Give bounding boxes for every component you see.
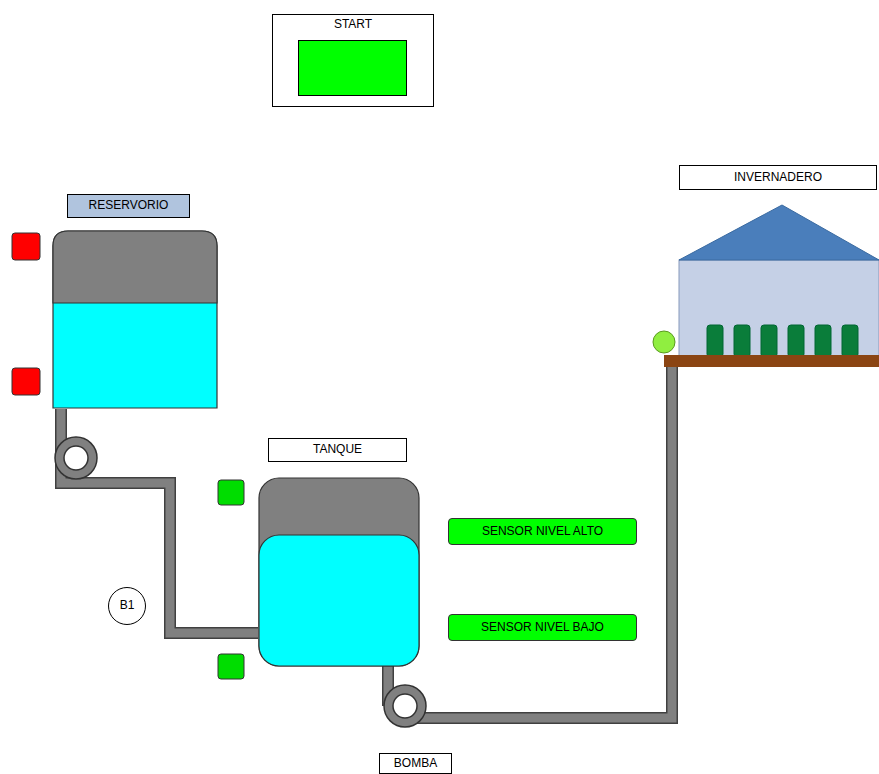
node-title: INVERNADERO — [734, 171, 822, 184]
sensor-name: SENSOR NIVEL BAJO — [481, 621, 604, 634]
greenhouse-label: INVERNADERO — [679, 165, 877, 190]
start-panel: START — [272, 14, 434, 107]
valve-circle: B1 — [108, 587, 146, 625]
node-title: TANQUE — [313, 443, 362, 456]
tank-shape — [258, 438, 420, 667]
panel-title: START — [273, 18, 433, 31]
node-title: BOMBA — [394, 757, 437, 770]
reservoir-tank: RESERVORIO — [52, 194, 218, 409]
greenhouse-drawing — [653, 165, 879, 367]
pump-label: BOMBA — [379, 753, 452, 774]
level-indicator — [218, 654, 244, 679]
start-button — [298, 40, 407, 96]
level-indicator — [12, 233, 40, 260]
valve-tag: B1 — [120, 599, 135, 612]
node-title: RESERVORIO — [89, 199, 169, 212]
greenhouse: INVERNADERO — [653, 165, 879, 367]
tank-label: TANQUE — [268, 438, 407, 462]
pump: BOMBA — [379, 684, 452, 774]
tank-label: RESERVORIO — [67, 194, 190, 218]
sensor-name: SENSOR NIVEL ALTO — [482, 525, 603, 538]
pipe — [388, 665, 389, 684]
storage-tank: TANQUE — [258, 438, 420, 667]
level-indicator — [12, 368, 40, 395]
tank-shape — [52, 194, 218, 409]
pump-symbol — [55, 437, 97, 479]
level-indicator — [218, 480, 244, 505]
sensor-label: SENSOR NIVEL ALTO — [448, 518, 637, 545]
sensor-label: SENSOR NIVEL BAJO — [448, 614, 637, 641]
